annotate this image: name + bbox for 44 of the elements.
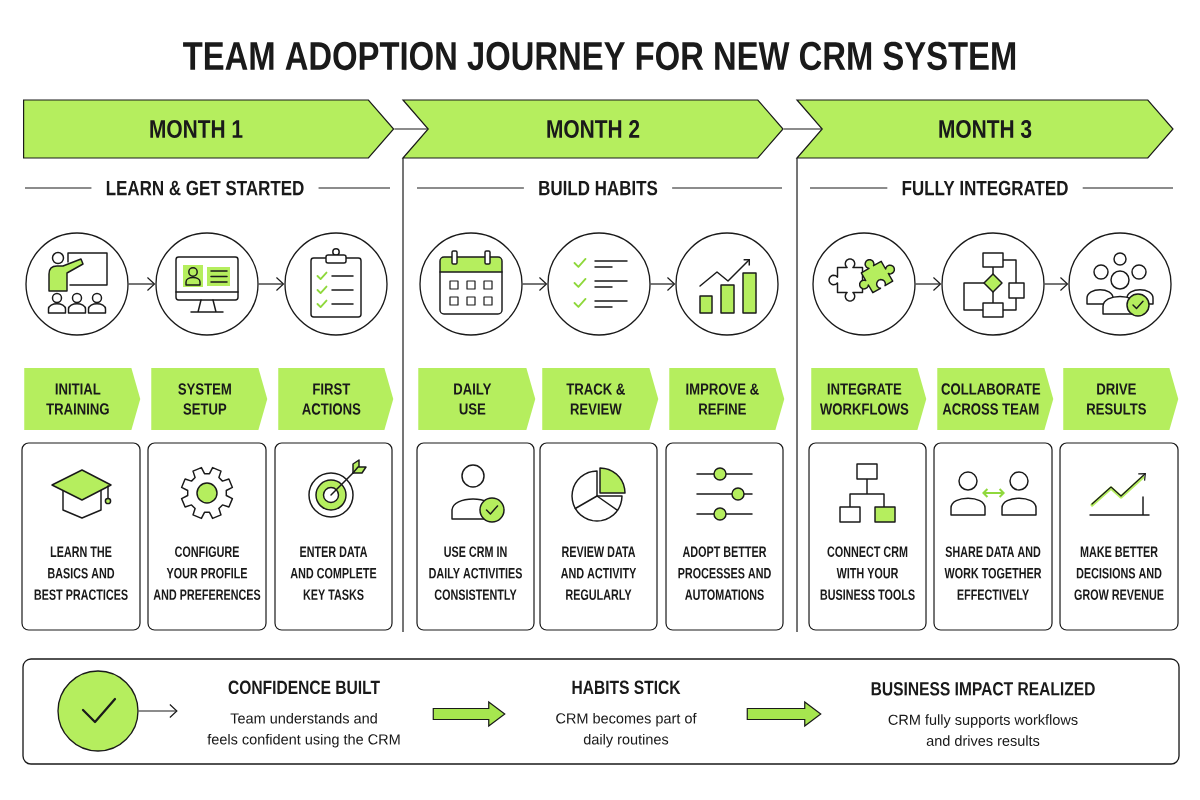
step-tab: INITIAL TRAINING bbox=[24, 368, 141, 430]
section-heading: BUILD HABITS bbox=[539, 180, 658, 196]
step-card: CONFIGURE YOUR PROFILE AND PREFERENCES bbox=[147, 442, 267, 631]
step-card: LEARN THE BASICS AND BEST PRACTICES bbox=[21, 442, 141, 631]
arrow bbox=[650, 276, 676, 292]
arrow bbox=[522, 276, 548, 292]
month-banner: MONTH 3 bbox=[795, 99, 1174, 159]
icon-circle bbox=[547, 232, 651, 336]
step-tab: FIRST ACTIONS bbox=[278, 368, 394, 430]
step-card: REVIEW DATA AND ACTIVITY REGULARLY bbox=[539, 442, 658, 631]
step-card: ENTER DATA AND COMPLETE KEY TASKS bbox=[274, 442, 393, 631]
outcome-text: HABITS STICK CRM becomes part of daily routines bbox=[556, 680, 697, 748]
step-card: CONNECT CRM WITH YOUR BUSINESS TOOLS bbox=[808, 442, 927, 631]
step-tab: COLLABORATE ACROSS TEAM bbox=[937, 368, 1054, 430]
section-heading: FULLY INTEGRATED bbox=[902, 180, 1068, 196]
step-tab: IMPROVE & REFINE bbox=[669, 368, 785, 430]
title: TEAM ADOPTION JOURNEY FOR NEW CRM SYSTEM bbox=[183, 41, 1016, 71]
month-banner: MONTH 2 bbox=[401, 99, 784, 159]
block-arrow bbox=[746, 700, 822, 728]
icon-circle bbox=[155, 232, 259, 336]
step-tab: SYSTEM SETUP bbox=[151, 368, 268, 430]
arrow bbox=[1044, 276, 1069, 292]
icon-circle bbox=[284, 232, 388, 336]
arrow bbox=[258, 276, 285, 292]
section-heading: LEARN & GET STARTED bbox=[106, 180, 304, 196]
step-card: SHARE DATA AND WORK TOGETHER EFFECTIVELY bbox=[933, 442, 1053, 631]
block-arrow bbox=[432, 700, 506, 728]
outcome-text: CONFIDENCE BUILT Team understands and feels confident using the CRM bbox=[207, 680, 400, 748]
step-tab: DRIVE RESULTS bbox=[1063, 368, 1179, 430]
step-tab: INTEGRATE WORKFLOWS bbox=[811, 368, 927, 430]
connector-line bbox=[393, 128, 429, 130]
step-card: USE CRM IN DAILY ACTIVITIES CONSISTENTLY bbox=[416, 442, 535, 631]
step-tab: DAILY USE bbox=[418, 368, 536, 430]
month-banner: MONTH 1 bbox=[23, 99, 395, 159]
step-card: MAKE BETTER DECISIONS AND GROW REVENUE bbox=[1059, 442, 1179, 631]
arrow bbox=[915, 276, 942, 292]
arrow bbox=[128, 276, 156, 292]
connector-line bbox=[783, 128, 823, 130]
check-circle bbox=[57, 670, 139, 752]
arrow bbox=[138, 703, 178, 719]
step-tab: TRACK & REVIEW bbox=[542, 368, 659, 430]
outcome-panel bbox=[22, 658, 1180, 765]
step-card: ADOPT BETTER PROCESSES AND AUTOMATIONS bbox=[665, 442, 784, 631]
outcome-text: BUSINESS IMPACT REALIZED CRM fully supports workflows and drives results bbox=[871, 682, 1095, 746]
